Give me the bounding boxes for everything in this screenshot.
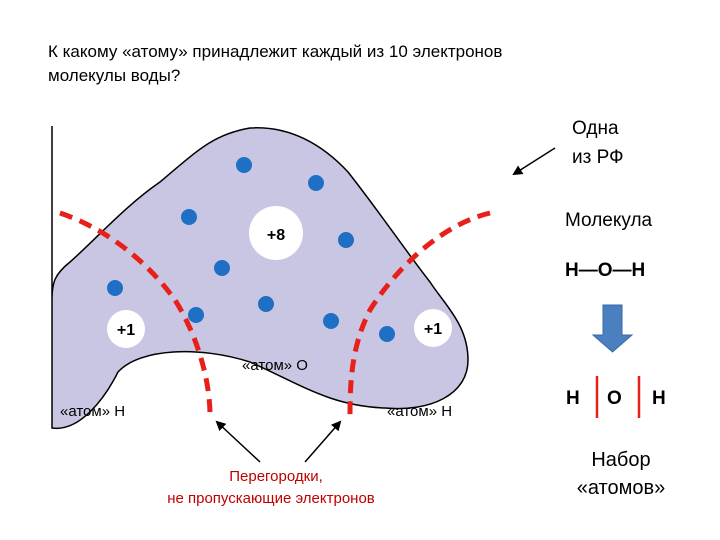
partition-arrow-right <box>304 420 342 463</box>
set-oxygen: О <box>607 388 622 409</box>
partitions-caption-line-2: не пропускающие электронов <box>167 490 375 507</box>
set-hydrogen-left: Н <box>566 388 580 409</box>
question-line-1: К какому «атому» принадлежит каждый из 1… <box>48 42 503 61</box>
molecule-formula: Н—О—Н <box>565 260 645 281</box>
nucleus-hydrogen-left-label: +1 <box>117 322 135 339</box>
electron <box>323 313 339 329</box>
rf-caption-line-2: из РФ <box>572 147 624 168</box>
molecule-title: Молекула <box>565 210 653 231</box>
nucleus-hydrogen-right-label: +1 <box>424 321 442 338</box>
rf-caption-line-1: Одна <box>572 118 619 139</box>
set-caption-line-1: Набор <box>591 449 650 471</box>
electron <box>258 296 274 312</box>
electron-cloud <box>51 126 469 429</box>
atom-hydrogen-left-label: «атом» Н <box>60 403 125 420</box>
rf-arrow <box>512 147 556 176</box>
electron <box>181 209 197 225</box>
nucleus-oxygen <box>249 206 303 260</box>
set-caption-line-2: «атомов» <box>577 477 666 499</box>
electron <box>214 260 230 276</box>
electron <box>236 157 252 173</box>
set-hydrogen-right: Н <box>652 388 666 409</box>
down-arrow-icon <box>591 304 634 353</box>
partition-right <box>347 210 491 416</box>
nucleus-hydrogen-right <box>414 309 452 347</box>
electrons <box>107 157 395 342</box>
partition-arrow-left <box>215 420 261 463</box>
electron <box>338 232 354 248</box>
electron <box>308 175 324 191</box>
partition-left <box>59 210 213 416</box>
atom-oxygen-label: «атом» О <box>242 357 308 374</box>
question-line-2: молекулы воды? <box>48 66 181 85</box>
electron <box>379 326 395 342</box>
nucleus-hydrogen-left <box>107 310 145 348</box>
question-text: К какому «атому» принадлежит каждый из 1… <box>48 40 688 88</box>
electron <box>107 280 123 296</box>
nucleus-oxygen-label: +8 <box>267 227 285 244</box>
electron <box>188 307 204 323</box>
partitions-caption-line-1: Перегородки, <box>229 468 323 485</box>
atom-hydrogen-right-label: «атом» Н <box>387 403 452 420</box>
